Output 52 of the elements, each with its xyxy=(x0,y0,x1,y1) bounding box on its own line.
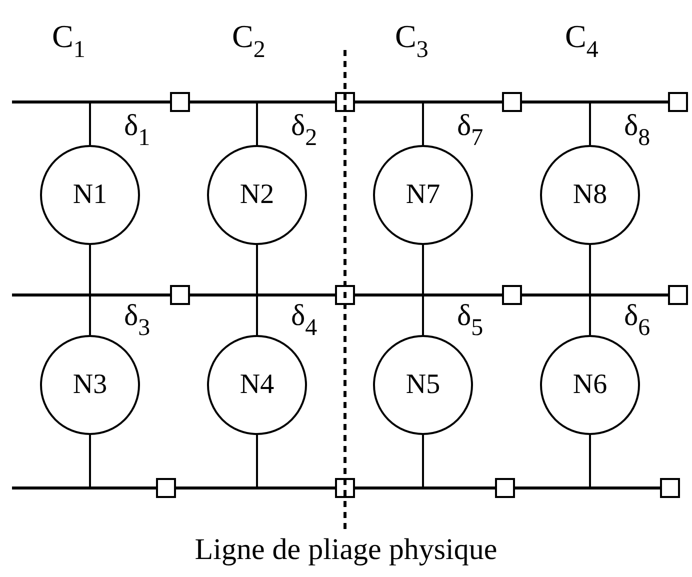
switch-square xyxy=(668,285,688,305)
delta-label: δ$_{8}$ xyxy=(624,109,650,152)
delta-label: δ$_{6}$ xyxy=(624,299,650,342)
switch-square xyxy=(170,285,190,305)
connector-line xyxy=(89,435,91,486)
switch-square xyxy=(495,478,515,498)
delta-label: δ$_{1}$ xyxy=(124,109,150,152)
switch-square xyxy=(502,285,522,305)
connector-line xyxy=(256,435,258,486)
column-label: C$_{4}$ xyxy=(565,18,598,64)
node-label: N2 xyxy=(240,179,274,211)
connector-line xyxy=(589,245,591,294)
connector-line xyxy=(256,245,258,294)
connector-line xyxy=(589,435,591,486)
switch-square xyxy=(335,92,355,112)
column-label: C$_{2}$ xyxy=(232,18,266,64)
node-label: N8 xyxy=(572,179,608,211)
node-label: N4 xyxy=(240,369,274,401)
bus-line xyxy=(10,294,670,296)
caption: Ligne de pliage physique xyxy=(194,533,498,567)
delta-label: δ$_{4}$ xyxy=(291,299,318,342)
column-label: C$_{3}$ xyxy=(395,18,428,64)
switch-square xyxy=(335,285,355,305)
connector-line xyxy=(422,104,424,145)
delta-label: δ$_{2}$ xyxy=(291,109,318,152)
connector-line xyxy=(422,245,424,294)
connector-line xyxy=(422,435,424,486)
node-label: N6 xyxy=(572,369,608,401)
switch-square xyxy=(170,92,190,112)
switch-square xyxy=(335,478,355,498)
connector-line xyxy=(589,296,591,335)
node-label: N7 xyxy=(406,179,440,211)
connector-line xyxy=(89,296,91,335)
connector-line xyxy=(89,104,91,145)
connector-line xyxy=(89,245,91,294)
switch-square xyxy=(502,92,522,112)
node-label: N3 xyxy=(72,369,108,401)
connector-line xyxy=(589,104,591,145)
bus-line xyxy=(10,100,670,104)
connector-line xyxy=(256,104,258,145)
connector-line xyxy=(256,296,258,335)
switch-square xyxy=(668,92,688,112)
connector-line xyxy=(422,296,424,335)
bus-line xyxy=(10,486,662,490)
node-label: N5 xyxy=(406,369,440,401)
node-label: N1 xyxy=(72,179,108,211)
delta-label: δ$_{7}$ xyxy=(457,109,484,152)
delta-label: δ$_{3}$ xyxy=(124,299,150,342)
switch-square xyxy=(660,478,680,498)
column-label: C$_{1}$ xyxy=(52,18,86,64)
switch-square xyxy=(156,478,176,498)
delta-label: δ$_{5}$ xyxy=(457,299,484,342)
